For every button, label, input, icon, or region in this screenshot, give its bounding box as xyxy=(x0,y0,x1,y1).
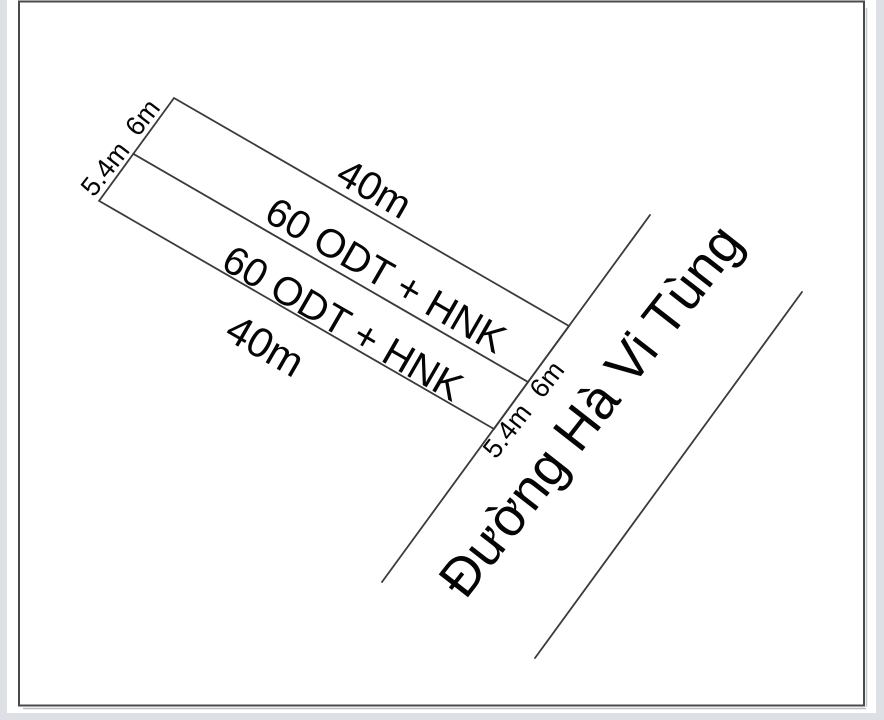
road-edge-near xyxy=(381,214,651,583)
road-edge-far xyxy=(534,291,803,659)
page-edge-right xyxy=(876,0,884,720)
page-edge-left xyxy=(0,0,7,720)
page-edge-bottom xyxy=(0,713,884,720)
